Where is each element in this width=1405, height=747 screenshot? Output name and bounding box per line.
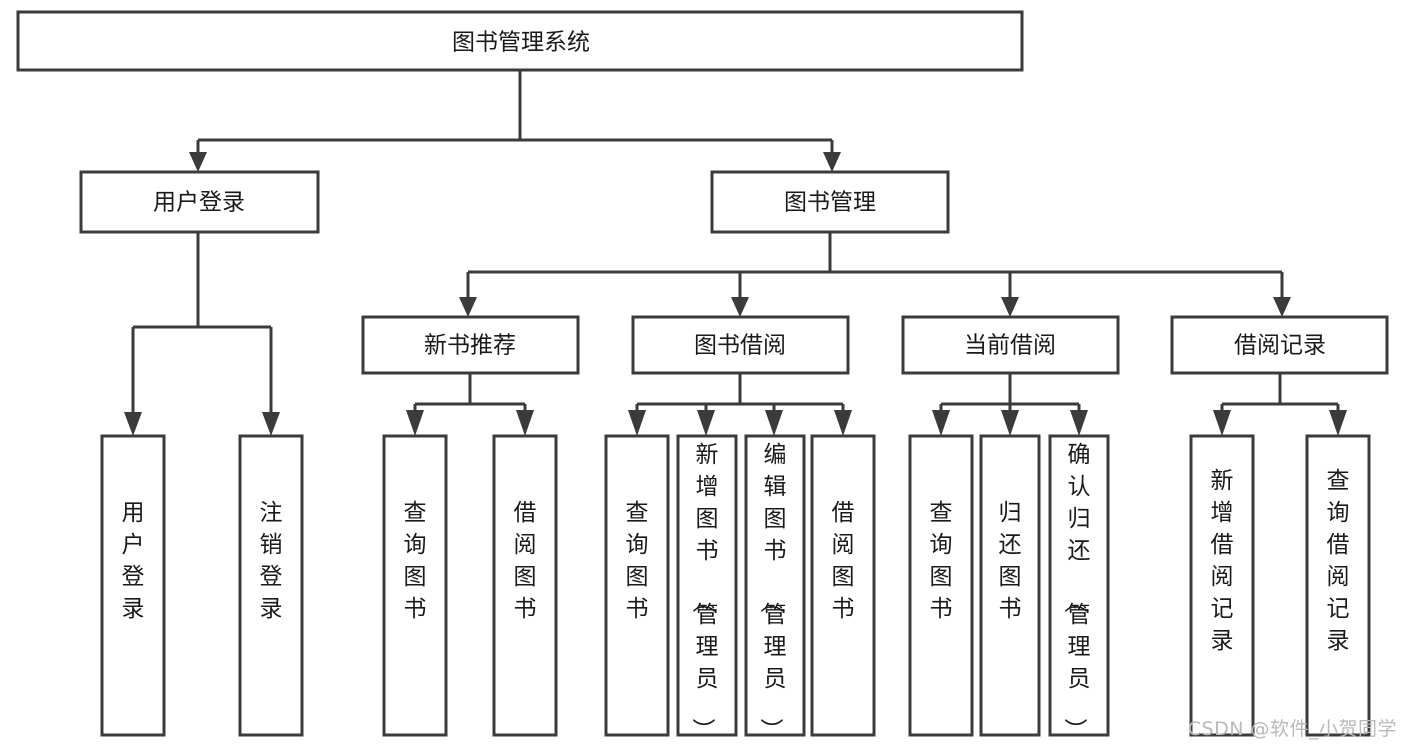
node-box-book-manage[interactable] — [710, 170, 950, 234]
node-label-current-borrow: 当前借阅 — [964, 333, 1056, 359]
leaf-node-5[interactable]: 查询图书 — [604, 434, 670, 737]
leaf-node-3[interactable]: 查询图书 — [382, 434, 448, 737]
arrow-head-currentborrow — [1001, 297, 1019, 317]
arrow-head-leaf-5 — [628, 410, 646, 436]
node-new-book-rec[interactable]: 新书推荐 — [361, 315, 580, 375]
node-label-leaf-12: 新增借阅记录 — [1211, 468, 1234, 654]
node-root[interactable]: 图书管理系统 — [16, 10, 1024, 72]
node-label-leaf-7: 编辑图书（管理员） — [758, 442, 787, 741]
node-label-leaf-2: 注销登录 — [260, 500, 283, 622]
arrow-head-borrowrecord — [1273, 297, 1291, 317]
node-label-leaf-9: 查询图书 — [930, 500, 953, 622]
node-box-leaf-10[interactable] — [979, 434, 1041, 737]
node-label-leaf-11: 确认归还（管理员） — [1062, 442, 1091, 741]
arrow-head-leaf-13 — [1329, 410, 1347, 436]
arrow-head-leaf-10 — [1001, 410, 1019, 436]
node-current-borrow[interactable]: 当前借阅 — [901, 315, 1120, 375]
node-box-leaf-11[interactable] — [1048, 434, 1110, 737]
arrow-head-bookborrow — [731, 297, 749, 317]
leaf-node-8[interactable]: 借阅图书 — [810, 434, 876, 737]
leaf-node-13[interactable]: 查询借阅记录 — [1305, 434, 1371, 737]
node-label-leaf-6: 新增图书（管理员） — [690, 442, 719, 741]
leaf-node-6[interactable]: 新增图书（管理员） — [676, 434, 738, 741]
node-box-new-book-rec[interactable] — [361, 315, 580, 375]
arrow-head-leaf-11 — [1070, 410, 1088, 436]
node-label-leaf-10: 归还图书 — [999, 500, 1022, 622]
node-label-leaf-8: 借阅图书 — [832, 500, 855, 622]
node-book-manage[interactable]: 图书管理 — [710, 170, 950, 234]
leaf-node-7[interactable]: 编辑图书（管理员） — [744, 434, 806, 741]
arrow-head-newbook — [459, 297, 477, 317]
leaf-node-9[interactable]: 查询图书 — [908, 434, 974, 737]
node-box-root[interactable] — [16, 10, 1024, 72]
arrow-head-leaf-3 — [406, 410, 424, 436]
node-label-new-book-rec: 新书推荐 — [424, 333, 516, 359]
node-box-leaf-3[interactable] — [382, 434, 448, 737]
arrow-head-leaf-12 — [1213, 410, 1231, 436]
leaf-node-12[interactable]: 新增借阅记录 — [1189, 434, 1255, 737]
leaf-node-11[interactable]: 确认归还（管理员） — [1048, 434, 1110, 741]
node-box-user-login[interactable] — [79, 170, 320, 234]
leaf-node-1[interactable]: 用户登录 — [100, 434, 166, 737]
node-box-leaf-12[interactable] — [1189, 434, 1255, 737]
node-box-leaf-7[interactable] — [744, 434, 806, 737]
node-box-current-borrow[interactable] — [901, 315, 1120, 375]
node-label-leaf-5: 查询图书 — [626, 500, 649, 622]
node-label-user-login: 用户登录 — [153, 190, 245, 216]
node-label-leaf-4: 借阅图书 — [514, 500, 537, 622]
node-box-leaf-2[interactable] — [238, 434, 304, 737]
leaf-node-4[interactable]: 借阅图书 — [492, 434, 558, 737]
arrow-head-leaf-6 — [697, 410, 715, 436]
leaf-node-10[interactable]: 归还图书 — [979, 434, 1041, 737]
node-box-leaf-6[interactable] — [676, 434, 738, 737]
leaf-node-2[interactable]: 注销登录 — [238, 434, 304, 737]
arrow-head-leaf-8 — [834, 410, 852, 436]
node-box-leaf-1[interactable] — [100, 434, 166, 737]
node-label-book-manage: 图书管理 — [784, 190, 876, 216]
node-box-leaf-4[interactable] — [492, 434, 558, 737]
arrow-head-leaf-4 — [516, 410, 534, 436]
node-box-leaf-13[interactable] — [1305, 434, 1371, 737]
node-book-borrow[interactable]: 图书借阅 — [631, 315, 850, 375]
node-box-leaf-9[interactable] — [908, 434, 974, 737]
node-label-book-borrow: 图书借阅 — [694, 333, 786, 359]
arrow-head-book-manage — [823, 152, 841, 172]
node-box-borrow-record[interactable] — [1170, 315, 1389, 375]
arrow-head-leaf-2 — [262, 412, 280, 436]
node-label-borrow-record: 借阅记录 — [1234, 333, 1326, 359]
node-label-root: 图书管理系统 — [452, 30, 590, 56]
node-user-login[interactable]: 用户登录 — [79, 170, 320, 234]
node-box-leaf-8[interactable] — [810, 434, 876, 737]
node-box-leaf-5[interactable] — [604, 434, 670, 737]
arrow-head-leaf-7 — [765, 410, 783, 436]
node-box-book-borrow[interactable] — [631, 315, 850, 375]
arrow-head-leaf-9 — [932, 410, 950, 436]
node-label-leaf-3: 查询图书 — [404, 500, 427, 622]
arrow-head-user-login — [189, 152, 207, 172]
connector-layer — [124, 70, 1347, 436]
node-label-leaf-1: 用户登录 — [122, 500, 145, 622]
node-label-leaf-13: 查询借阅记录 — [1327, 468, 1350, 654]
arrow-head-leaf-1 — [124, 412, 142, 436]
node-borrow-record[interactable]: 借阅记录 — [1170, 315, 1389, 375]
